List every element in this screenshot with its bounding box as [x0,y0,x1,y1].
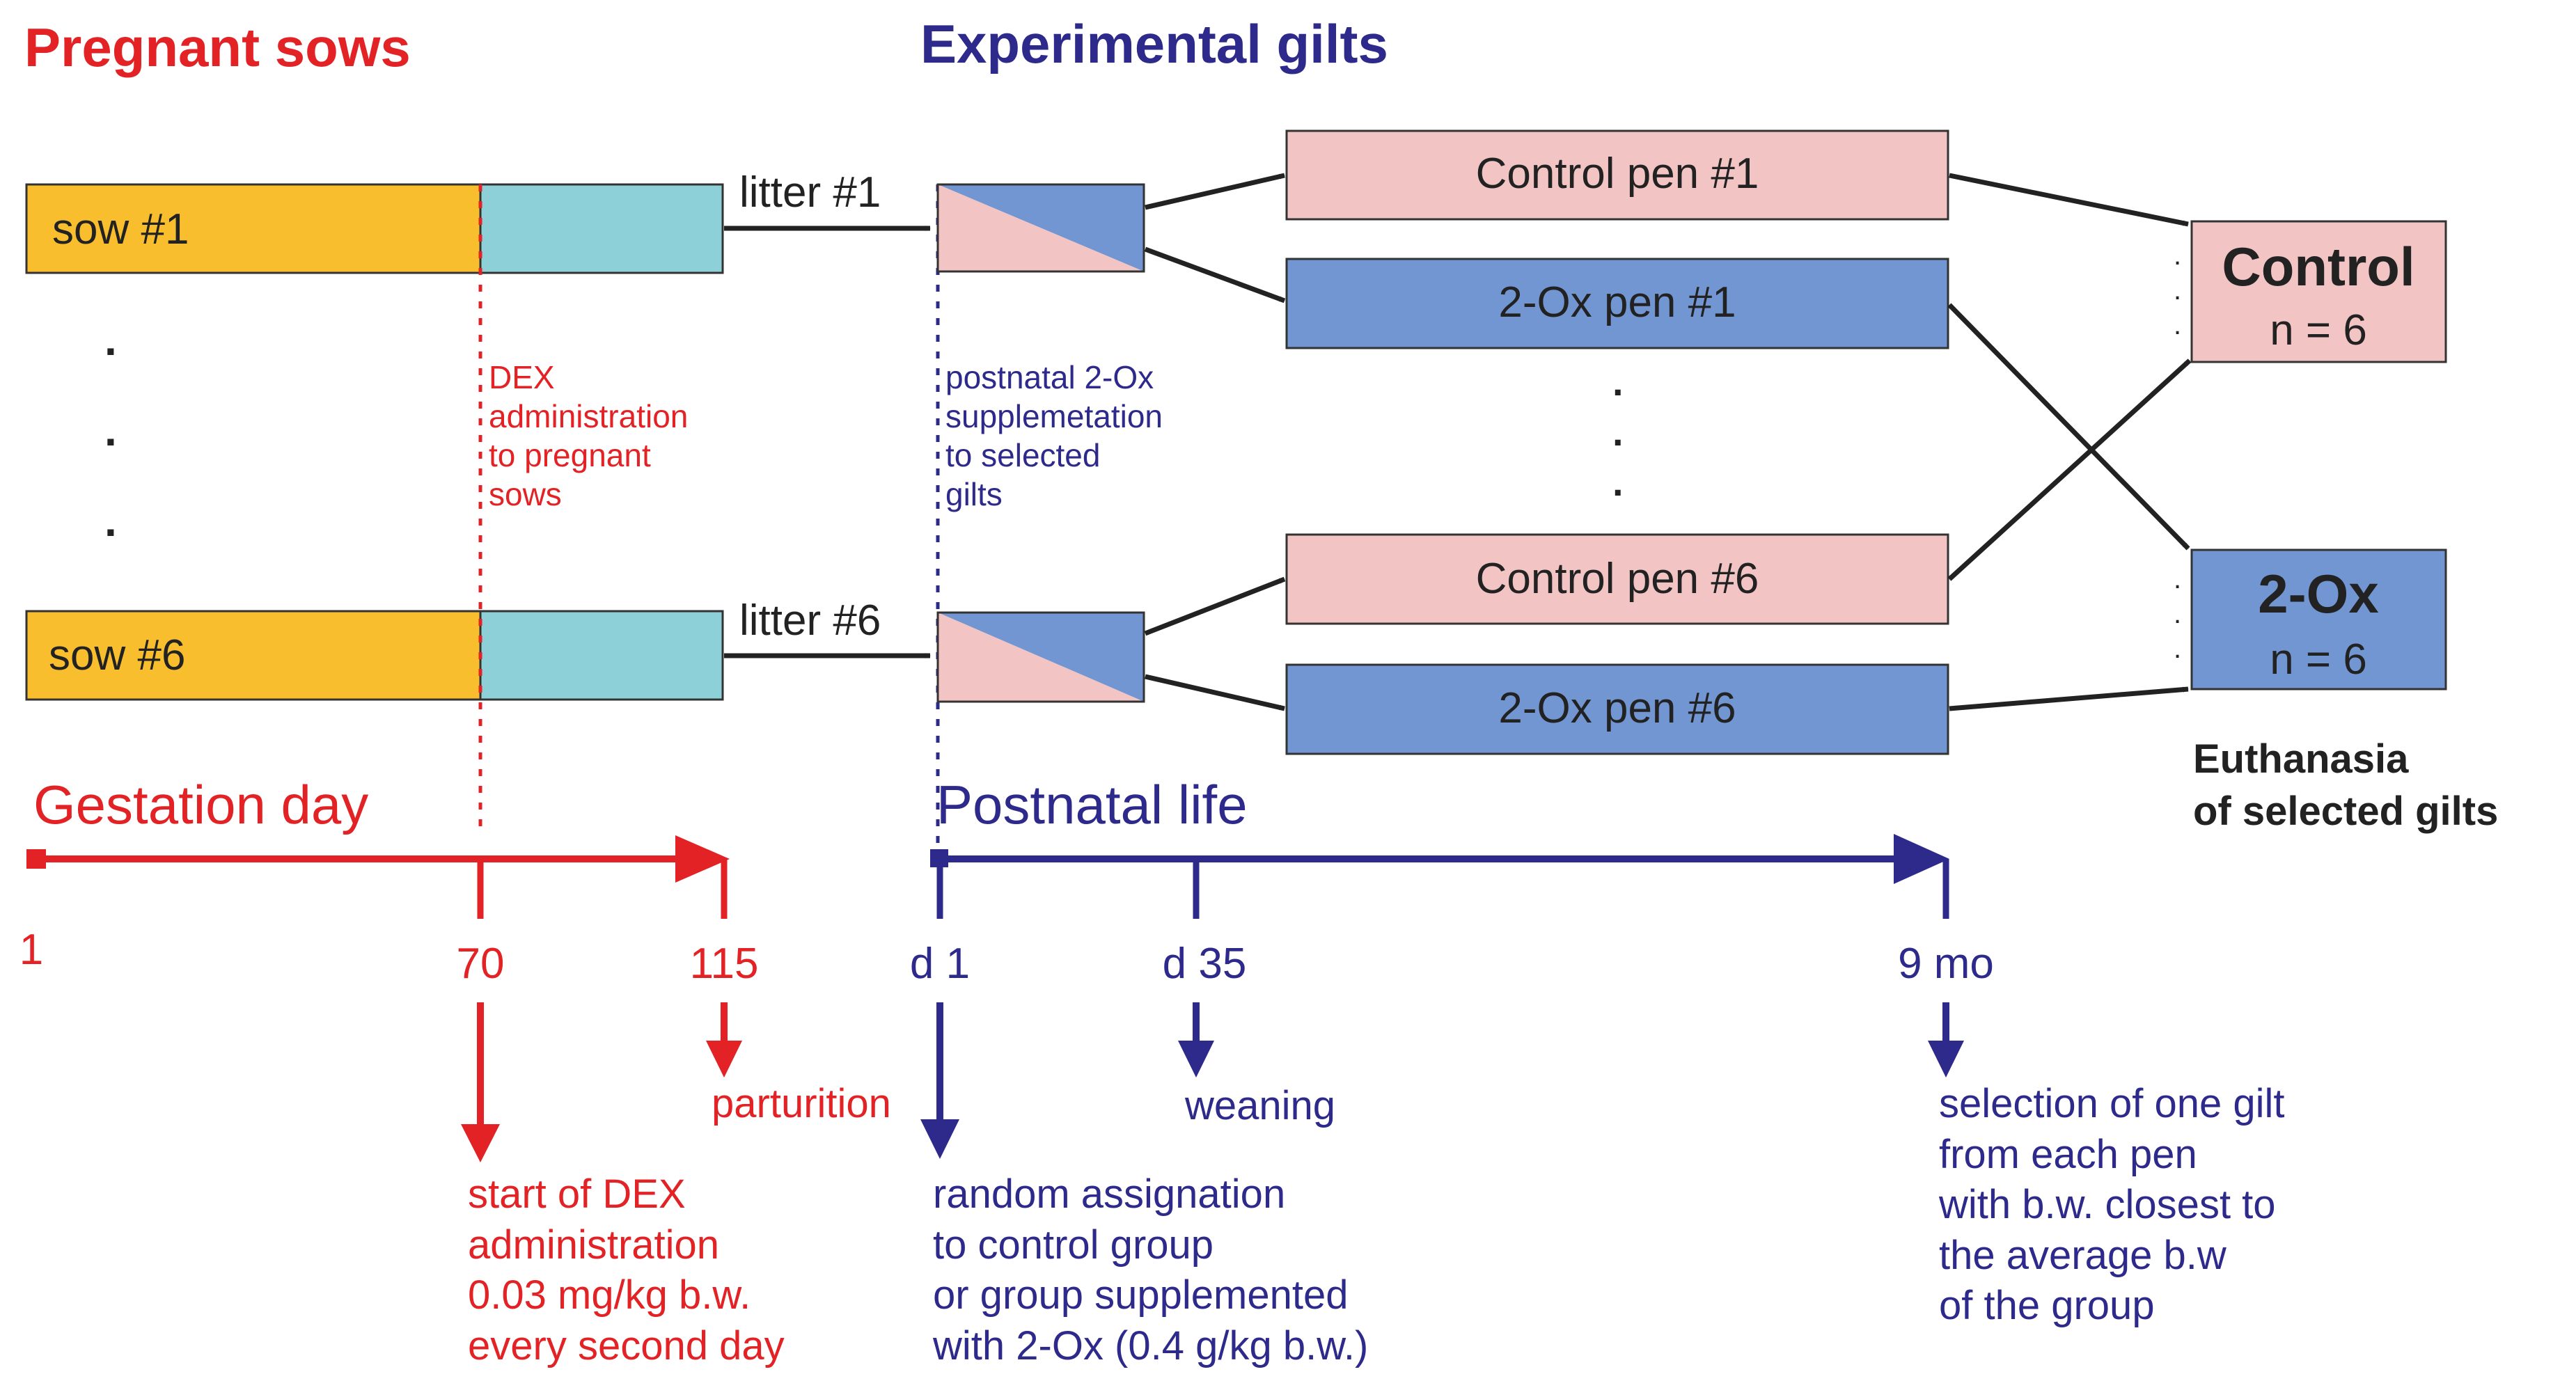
sow-ellipsis-2: . [104,405,117,455]
litter-6-label: litter #6 [739,597,881,645]
arrow-ox6-ox [1949,686,2189,711]
random-assignation-arrow [920,1002,959,1159]
gestation-tick-115: 115 [690,940,759,988]
svg-text:random assignation: random assignation [933,1171,1285,1217]
control-pen-6: Control pen #6 [1285,533,1949,625]
svg-text:Control: Control [2222,236,2414,297]
svg-text:2-Ox pen #1: 2-Ox pen #1 [1498,278,1736,326]
postnatal-tick-d35: d 35 [1163,940,1247,988]
euthanasia-label: Euthanasia of selected gilts [2193,736,2498,834]
svg-text:n = 6: n = 6 [2270,306,2367,354]
svg-text:or group supplemented: or group supplemented [933,1272,1349,1318]
gestation-axis [26,835,730,919]
sow-6-label: sow #6 [49,631,185,679]
svg-text:Euthanasia: Euthanasia [2193,736,2409,782]
postnatal-life-title: Postnatal life [936,774,1248,835]
svg-text:of selected gilts: of selected gilts [2193,789,2498,834]
parturition-arrow [706,1002,742,1078]
pregnant-sows-header: Pregnant sows [24,17,411,78]
group-dots-control-3: . [2174,310,2181,340]
ox-pen-1: 2-Ox pen #1 [1285,258,1949,349]
gestation-tick-1: 1 [19,926,43,974]
postnatal-tick-d1: d 1 [910,940,970,988]
selection-arrow [1928,1002,1964,1078]
parturition-label: parturition [712,1081,891,1126]
control-pen-1: Control pen #1 [1285,129,1949,221]
arrow-control1-control [1949,173,2189,227]
arrow-control6-control [1947,358,2192,581]
pen-ellipsis-2: . [1612,410,1624,454]
svg-text:with 2-Ox (0.4 g/kg b.w.): with 2-Ox (0.4 g/kg b.w.) [932,1323,1368,1368]
svg-text:with b.w. closest to: with b.w. closest to [1938,1182,2276,1227]
svg-text:to control group: to control group [933,1222,1214,1268]
litter-6-box [936,611,1145,703]
group-dots-ox-3: . [2174,633,2181,664]
svg-text:the average b.w: the average b.w [1939,1233,2227,1278]
svg-text:selection of one gilt: selection of one gilt [1939,1081,2285,1126]
control-group-box: Control n = 6 [2190,220,2447,363]
random-assignation-note: random assignation to control group or g… [932,1171,1368,1368]
svg-text:every second day: every second day [468,1323,785,1368]
svg-text:sows: sows [489,476,562,512]
svg-text:administration: administration [468,1222,719,1268]
dex-note: DEX administration to pregnant sows [489,359,688,512]
group-dots-control-1: . [2174,240,2181,271]
svg-text:to pregnant: to pregnant [489,437,651,473]
pen-ellipsis-3: . [1612,460,1624,504]
group-dots-ox-1: . [2174,564,2181,594]
sow-ellipsis-1: . [104,315,117,365]
weaning-arrow [1178,1002,1214,1078]
gestation-tick-70: 70 [457,940,505,988]
svg-text:Control pen #1: Control pen #1 [1476,150,1759,198]
arrow-litter6-control6 [1144,576,1286,636]
svg-text:of the group: of the group [1939,1283,2155,1328]
svg-text:administration: administration [489,398,688,434]
group-dots-ox-2: . [2174,599,2181,629]
weaning-label: weaning [1184,1083,1335,1128]
postnatal-note: postnatal 2-Ox supplemetation to selecte… [945,359,1163,512]
experimental-gilts-header: Experimental gilts [920,13,1388,74]
svg-text:n = 6: n = 6 [2270,636,2367,684]
arrow-ox1-ox [1947,303,2190,551]
dex-start-arrow [461,1002,500,1162]
sow-6-bar: sow #6 [25,610,724,701]
svg-text:supplemetation: supplemetation [945,398,1163,434]
svg-text:DEX: DEX [489,359,555,395]
svg-text:from each pen: from each pen [1939,1132,2197,1177]
svg-text:2-Ox pen #6: 2-Ox pen #6 [1498,684,1736,732]
sow-1-bar: sow #1 [25,183,724,274]
selection-note: selection of one gilt from each pen with… [1938,1081,2285,1328]
arrow-litter1-ox1 [1144,246,1286,303]
pen-ellipsis-1: . [1612,360,1624,404]
svg-text:to selected: to selected [945,437,1100,473]
litter-1-box [936,183,1145,273]
gestation-day-title: Gestation day [33,774,368,835]
ox-group-box: 2-Ox n = 6 [2190,549,2447,690]
svg-text:gilts: gilts [945,476,1003,512]
arrow-litter6-ox6 [1145,674,1285,711]
postnatal-tick-9mo: 9 mo [1898,940,1994,988]
svg-text:Control pen #6: Control pen #6 [1476,555,1759,603]
ox-pen-6: 2-Ox pen #6 [1285,663,1949,755]
litter-1-label: litter #1 [739,168,881,216]
svg-text:start of DEX: start of DEX [468,1171,686,1217]
svg-text:0.03 mg/kg b.w.: 0.03 mg/kg b.w. [468,1272,751,1318]
svg-text:2-Ox: 2-Ox [2258,563,2378,624]
group-dots-control-2: . [2174,275,2181,306]
arrow-litter1-control1 [1145,173,1285,210]
sow-1-label: sow #1 [52,205,189,253]
svg-text:postnatal 2-Ox: postnatal 2-Ox [945,359,1154,395]
sow-ellipsis-3: . [104,496,117,546]
postnatal-axis [930,834,1949,919]
dex-start-note: start of DEX administration 0.03 mg/kg b… [468,1171,785,1368]
